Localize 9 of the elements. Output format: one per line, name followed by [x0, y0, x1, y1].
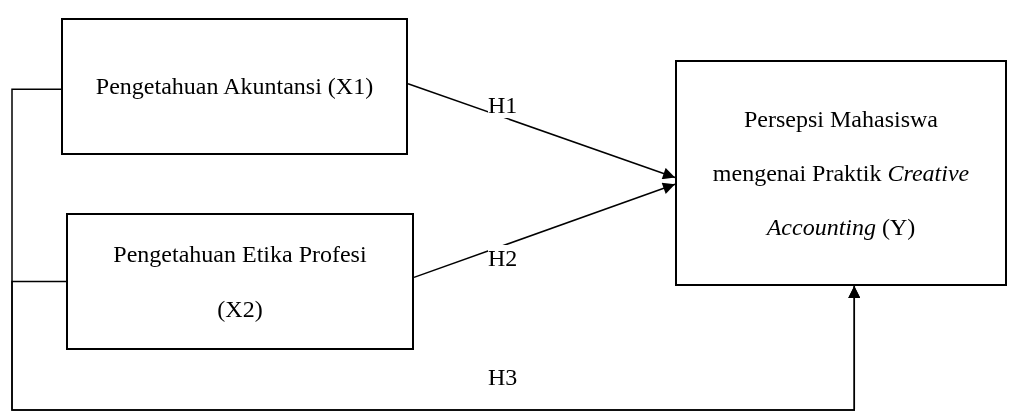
variable-box: [66, 213, 414, 350]
variable-label: Persepsi Mahasiswa mengenai Praktik Creative Accounting (Y): [711, 105, 971, 242]
arrow: [11, 280, 861, 411]
arrow: [407, 83, 676, 180]
arrow: [413, 182, 676, 279]
variable-label: Pengetahuan Akuntansi (X1): [94, 72, 375, 101]
variable-box: [61, 18, 408, 155]
variable-box: [675, 60, 1007, 286]
variable-label: Pengetahuan Etika Profesi (X2): [112, 239, 368, 324]
